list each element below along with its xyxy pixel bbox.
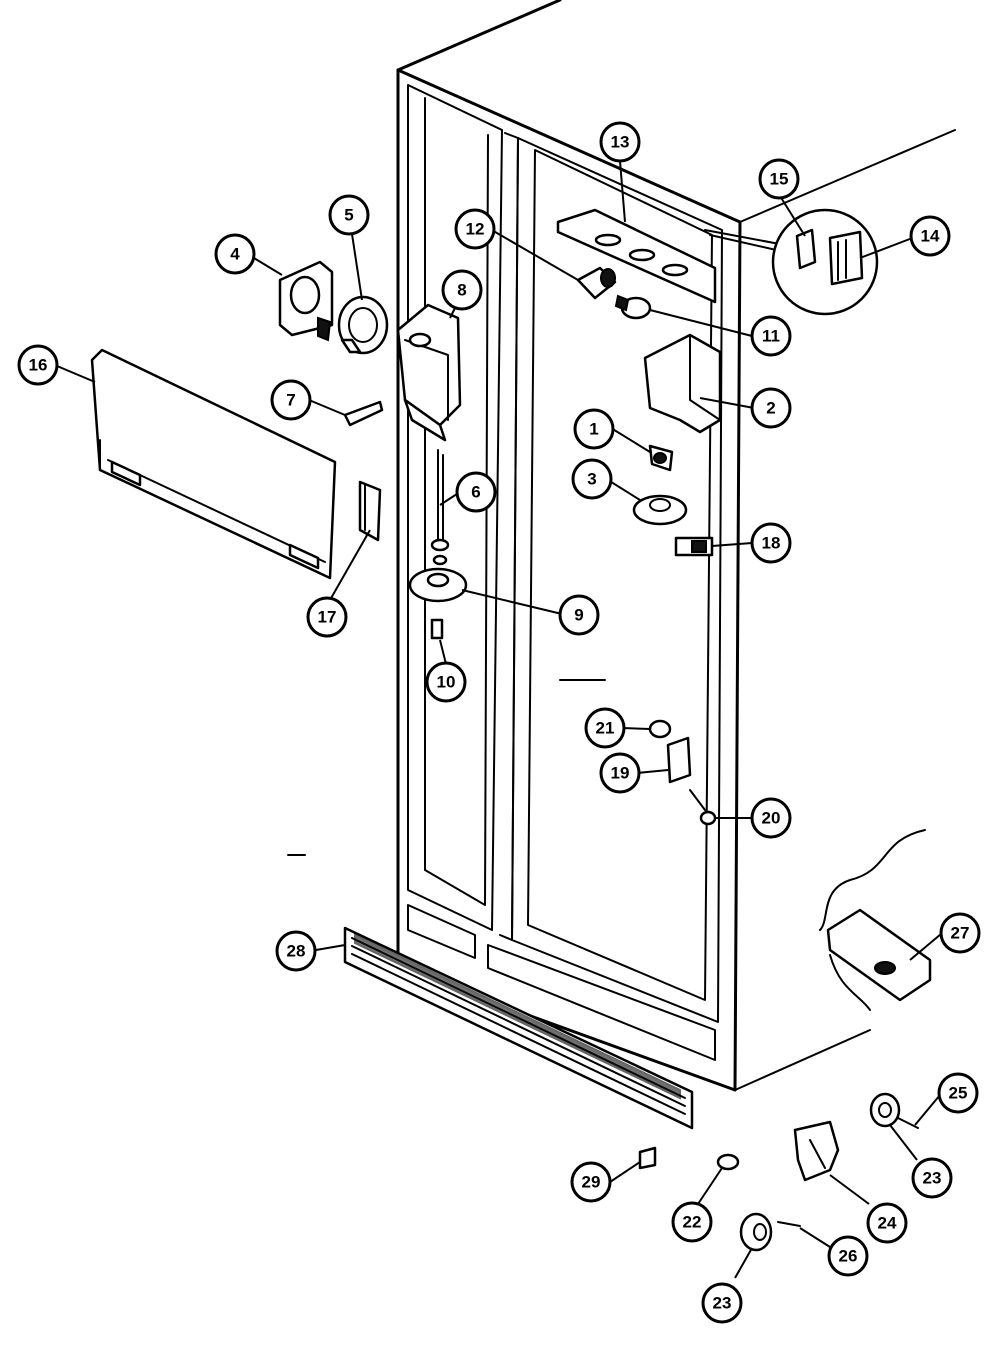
callout-label: 19	[611, 764, 630, 783]
callout-21: 21	[584, 707, 626, 749]
grille-screw	[638, 1146, 657, 1170]
callout-7: 7	[270, 379, 312, 421]
callout-16: 16	[17, 344, 59, 386]
callout-label: 4	[230, 245, 240, 264]
damper-motor	[337, 295, 389, 355]
callout-22: 22	[671, 1201, 713, 1243]
panel-bracket	[358, 480, 382, 542]
callout-13: 13	[599, 121, 641, 163]
control-cover	[643, 333, 722, 434]
callout-label: 1	[589, 420, 598, 439]
roller-pin	[777, 1221, 801, 1227]
control-panel	[90, 348, 337, 580]
switch	[674, 536, 714, 557]
pin-right	[897, 1117, 919, 1129]
callout-23a: 23	[911, 1157, 953, 1199]
light-socket	[576, 266, 617, 300]
callout-label: 26	[839, 1247, 858, 1266]
screw	[430, 618, 444, 640]
callout-label: 16	[29, 356, 48, 375]
thermostat	[648, 444, 674, 472]
callout-28: 28	[275, 930, 317, 972]
fan-blade	[408, 567, 468, 603]
callout-label: 11	[762, 327, 780, 346]
callout-label: 15	[770, 170, 789, 189]
callout-1: 1	[573, 408, 615, 450]
callout-17: 17	[306, 596, 348, 638]
leveling-nut	[716, 1153, 740, 1171]
callout-14: 14	[909, 215, 951, 257]
callout-18: 18	[750, 522, 792, 564]
callout-29: 29	[570, 1161, 612, 1203]
callout-label: 29	[582, 1173, 601, 1192]
callout-9: 9	[558, 594, 600, 636]
clip	[343, 400, 384, 427]
door-switch-parts	[648, 719, 717, 826]
callout-8: 8	[441, 269, 483, 311]
callout-label: 22	[683, 1213, 702, 1232]
callout-label: 12	[466, 220, 485, 239]
roller-right	[869, 1092, 901, 1128]
callout-27: 27	[939, 912, 981, 954]
light-housing	[556, 208, 717, 304]
detail-circle	[704, 208, 879, 316]
callout-26: 26	[827, 1235, 869, 1277]
callout-label: 23	[713, 1294, 732, 1313]
drain-pan	[819, 829, 932, 1011]
callout-19: 19	[599, 752, 641, 794]
callout-label: 8	[457, 281, 466, 300]
callout-3: 3	[571, 458, 613, 500]
callout-12: 12	[454, 208, 496, 250]
callout-25: 25	[937, 1072, 979, 1114]
callout-label: 18	[762, 534, 781, 553]
callout-label: 23	[923, 1169, 942, 1188]
callout-20: 20	[750, 797, 792, 839]
damper-housing	[278, 260, 334, 342]
callout-11: 11	[750, 315, 792, 357]
callout-label: 14	[921, 227, 940, 246]
callout-label: 3	[587, 470, 596, 489]
fan-shaft	[430, 449, 450, 566]
callout-label: 7	[286, 391, 295, 410]
air-diffuser	[396, 303, 462, 442]
hinge-bracket	[793, 1120, 840, 1182]
callout-label: 13	[611, 133, 630, 152]
callout-15: 15	[758, 158, 800, 200]
callout-23b: 23	[701, 1282, 743, 1324]
toe-grille	[343, 926, 694, 1130]
roller-bottom	[739, 1212, 773, 1252]
callout-label: 6	[471, 483, 480, 502]
callout-label: 2	[766, 399, 775, 418]
callout-label: 10	[437, 673, 456, 692]
callout-label: 27	[951, 924, 970, 943]
callout-label: 21	[596, 719, 615, 738]
control-knob	[632, 494, 688, 526]
callout-label: 24	[878, 1214, 897, 1233]
callout-label: 17	[318, 608, 337, 627]
leader-lines	[56, 160, 942, 1279]
callout-4: 4	[214, 233, 256, 275]
callout-2: 2	[750, 387, 792, 429]
callout-label: 20	[762, 809, 781, 828]
callout-6: 6	[455, 471, 497, 513]
callout-24: 24	[866, 1202, 908, 1244]
callout-10: 10	[425, 661, 467, 703]
callout-label: 25	[949, 1084, 968, 1103]
light-bulb	[614, 294, 652, 320]
callout-label: 28	[287, 942, 306, 961]
callout-label: 5	[344, 206, 353, 225]
callout-label: 9	[574, 606, 583, 625]
callout-5: 5	[328, 194, 370, 236]
